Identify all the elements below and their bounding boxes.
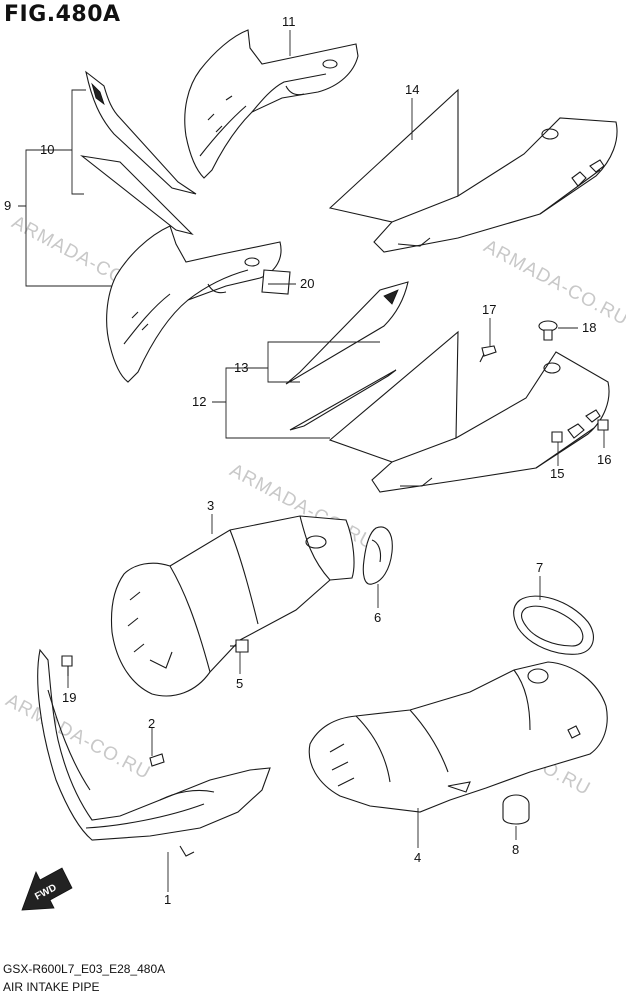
figure-title: FIG.480A <box>4 2 121 27</box>
callout-19: 19 <box>62 690 77 705</box>
part-19-screw[interactable] <box>61 655 73 676</box>
part-18-clip[interactable] <box>538 320 558 341</box>
callout-11: 11 <box>282 14 296 29</box>
callout-12: 12 <box>192 394 207 409</box>
part-11-side-cover-upper[interactable] <box>184 29 359 179</box>
callout-17: 17 <box>482 302 497 317</box>
part-10-decal-set[interactable] <box>80 70 197 236</box>
part-5-screw[interactable] <box>230 639 249 653</box>
part-12-fairing-lower[interactable] <box>328 330 610 493</box>
part-8-grommet[interactable] <box>502 794 530 825</box>
callout-7: 7 <box>536 560 544 575</box>
part-15-nut[interactable] <box>551 431 563 443</box>
callout-20: 20 <box>300 276 315 291</box>
part-9-side-cover-lower[interactable] <box>106 225 282 383</box>
part-13-decal-set[interactable] <box>285 281 409 431</box>
fwd-arrow-icon <box>21 867 73 911</box>
callout-6: 6 <box>374 610 382 625</box>
part-14-fairing-upper[interactable] <box>328 88 618 253</box>
callout-2: 2 <box>148 716 156 731</box>
part-1-lower-cowl[interactable] <box>37 648 271 857</box>
part-17-screw[interactable] <box>479 345 497 363</box>
part-20-label[interactable] <box>261 269 291 295</box>
callout-3: 3 <box>207 498 215 513</box>
callout-14: 14 <box>405 82 420 97</box>
callout-13: 13 <box>234 360 249 375</box>
part-6-seal[interactable] <box>362 526 393 585</box>
callout-16: 16 <box>597 452 612 467</box>
part-16-clip[interactable] <box>597 419 609 431</box>
part-2-clip[interactable] <box>149 753 165 767</box>
callout-10: 10 <box>40 142 55 157</box>
callout-9: 9 <box>4 198 12 213</box>
section-name: AIR INTAKE PIPE <box>3 980 100 994</box>
callout-1: 1 <box>164 892 172 907</box>
model-code: GSX-R600L7_E03_E28_480A <box>3 962 166 976</box>
part-3-air-intake-pipe-upper[interactable] <box>110 515 355 697</box>
callout-4: 4 <box>414 850 422 865</box>
part-4-air-intake-pipe-lower[interactable] <box>308 661 608 813</box>
callout-15: 15 <box>550 466 565 481</box>
part-7-ring[interactable] <box>513 595 594 655</box>
callout-18: 18 <box>582 320 597 335</box>
leader-lines <box>18 30 605 892</box>
callout-5: 5 <box>236 676 244 691</box>
callout-8: 8 <box>512 842 520 857</box>
